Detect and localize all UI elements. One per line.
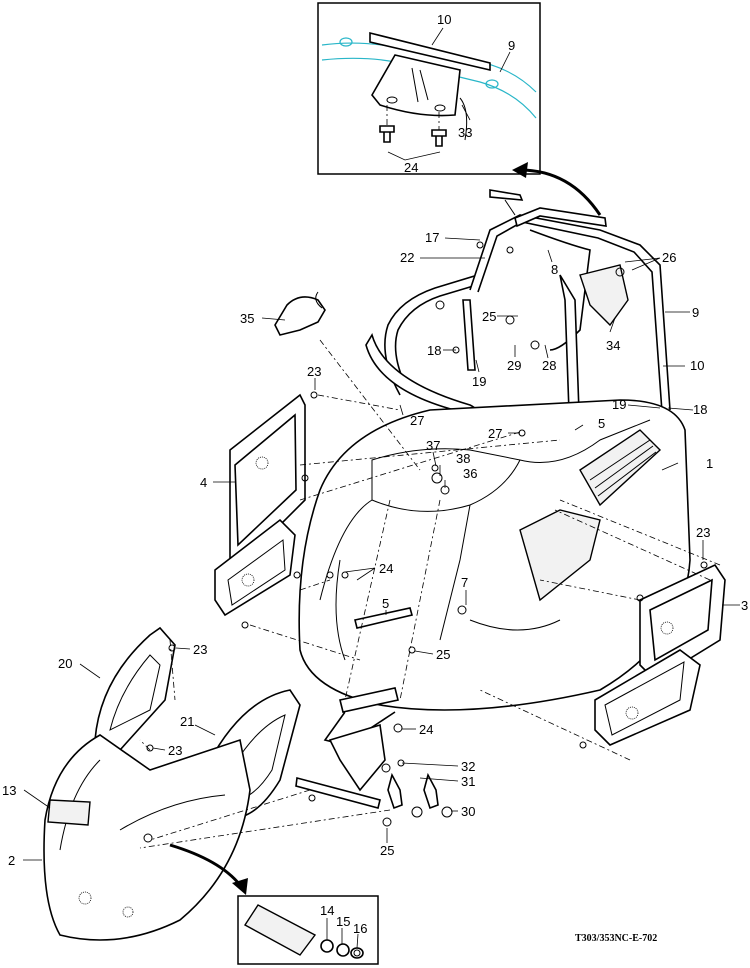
- callout-5-top: 5: [598, 416, 605, 431]
- leader-lines: [23, 237, 740, 861]
- callout-9-inset: 9: [508, 38, 515, 53]
- callout-24-low: 24: [419, 722, 433, 737]
- callout-23-left2: 23: [168, 743, 182, 758]
- callout-18-right: 18: [693, 402, 707, 417]
- arrow-head: [512, 162, 528, 178]
- callout-19-right: 19: [612, 397, 626, 412]
- callout-38: 38: [456, 451, 470, 466]
- callout-25-mid: 25: [436, 647, 450, 662]
- callout-10-inset: 10: [437, 12, 451, 27]
- front-cowl: [43, 734, 251, 941]
- callout-19-left: 19: [472, 374, 486, 389]
- frame-assembly: [274, 189, 671, 441]
- callout-21: 21: [180, 714, 194, 729]
- callout-9: 9: [692, 305, 699, 320]
- arrow-to-inset: [519, 168, 602, 216]
- callout-22: 22: [400, 250, 414, 265]
- arrow-head-bottom: [232, 878, 248, 895]
- callout-4: 4: [200, 475, 207, 490]
- callouts: 17 22 8 26 9 35 25 34 18 29 28 10 19 23 …: [2, 230, 748, 868]
- callout-24-inset: 24: [404, 160, 418, 175]
- light-left: [94, 626, 176, 751]
- side-panel-right: [594, 563, 726, 746]
- callout-13: 13: [2, 783, 16, 798]
- callout-8: 8: [551, 262, 558, 277]
- callout-25-top: 25: [482, 309, 496, 324]
- callout-30: 30: [461, 804, 475, 819]
- callout-5-mid: 5: [382, 596, 389, 611]
- arrow-to-bottom-inset: [169, 843, 242, 886]
- callout-36: 36: [463, 466, 477, 481]
- callout-37: 37: [426, 438, 440, 453]
- side-panel-left: [214, 393, 306, 617]
- callout-33: 33: [458, 125, 472, 140]
- callout-7: 7: [461, 575, 468, 590]
- callout-18-left: 18: [427, 343, 441, 358]
- callout-17: 17: [425, 230, 439, 245]
- inset-top: 10 9 33 24: [317, 2, 541, 175]
- callout-27-left: 27: [410, 413, 424, 428]
- callout-1: 1: [706, 456, 713, 471]
- callout-2: 2: [8, 853, 15, 868]
- front-shield: [298, 399, 691, 711]
- callout-14: 14: [320, 903, 334, 918]
- callout-29: 29: [507, 358, 521, 373]
- callout-3: 3: [741, 598, 748, 613]
- callout-23-right: 23: [696, 525, 710, 540]
- callout-32: 32: [461, 759, 475, 774]
- callout-26: 26: [662, 250, 676, 265]
- callout-24-mid: 24: [379, 561, 393, 576]
- callout-15: 15: [336, 914, 350, 929]
- callout-28: 28: [542, 358, 556, 373]
- callout-10: 10: [690, 358, 704, 373]
- callout-23-top: 23: [307, 364, 321, 379]
- center-bracket: [295, 607, 453, 818]
- callout-35: 35: [240, 311, 254, 326]
- inset-bottom: 14 15 16: [237, 895, 379, 965]
- assembly-lines: [139, 339, 721, 849]
- callout-34: 34: [606, 338, 620, 353]
- callout-20: 20: [58, 656, 72, 671]
- callout-16: 16: [353, 921, 367, 936]
- callout-27-right: 27: [488, 426, 502, 441]
- callout-25-low: 25: [380, 843, 394, 858]
- drawing-code: T303/353NC-E-702: [575, 933, 657, 944]
- callout-23-left: 23: [193, 642, 207, 657]
- callout-31: 31: [461, 774, 475, 789]
